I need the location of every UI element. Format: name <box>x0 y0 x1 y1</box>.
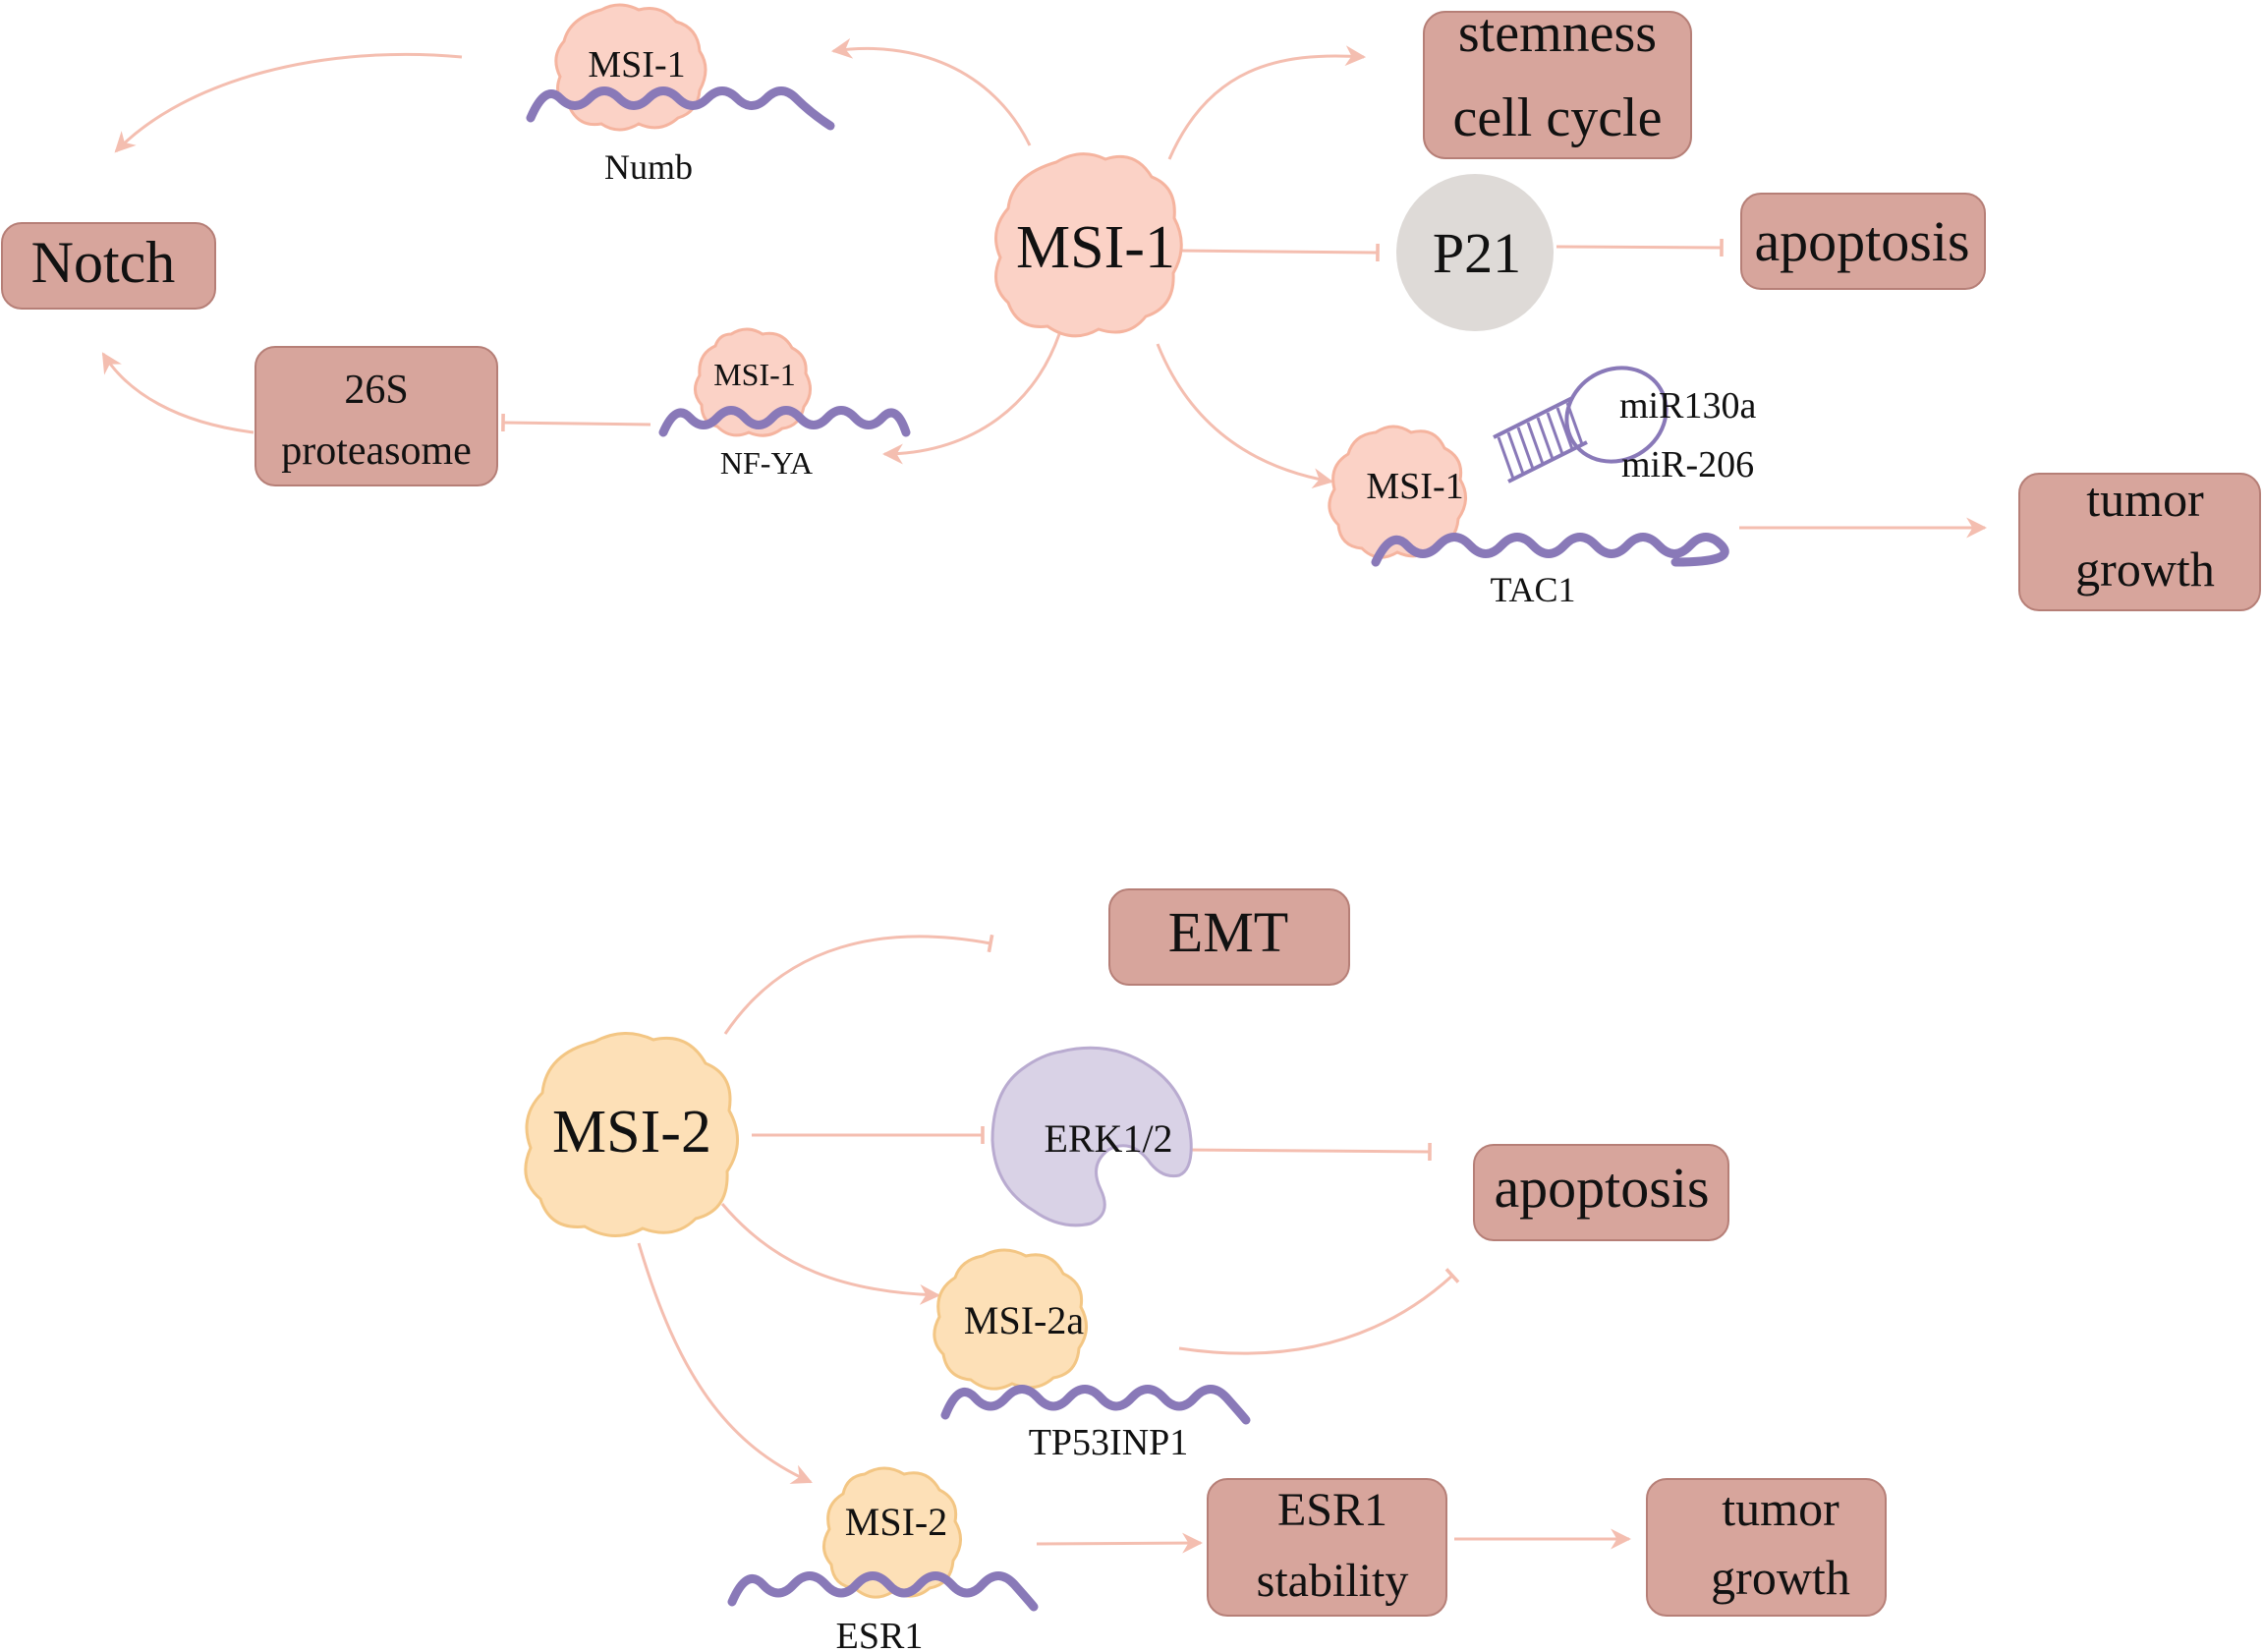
esr1-stability-label: stability <box>1257 1555 1409 1607</box>
arrow-esr1-complex-to-stability <box>1036 1532 1204 1554</box>
apoptosis-label-msi1: apoptosis <box>1754 209 1969 273</box>
esr1-rna-icon <box>727 1571 1039 1612</box>
numb-complex-protein-label: MSI-1 <box>588 44 685 85</box>
apoptosis-node-msi2: apoptosis <box>1473 1144 1729 1241</box>
msi2a-protein-icon <box>933 1248 1088 1391</box>
esr1-stability-node: ESR1 stability <box>1207 1478 1447 1617</box>
apoptosis-node-msi1: apoptosis <box>1740 193 1986 290</box>
msi2a-complex: MSI-2a TP53INP1 <box>933 1248 1251 1463</box>
tac1-complex-protein-label: MSI-1 <box>1366 466 1463 507</box>
arrow-msi2-to-esr1-complex <box>637 1242 813 1484</box>
notch-node: Notch <box>1 222 216 310</box>
tp53inp1-rna-icon <box>940 1385 1251 1425</box>
p21-node: P21 <box>1396 174 1554 331</box>
nfya-rna-icon <box>658 406 911 437</box>
mirna-206-label: miR-206 <box>1621 444 1754 485</box>
inhibit-msi1-to-p21 <box>1178 243 1380 262</box>
arrow-proteasome-to-notch <box>101 352 255 434</box>
esr1-rna-label: ESR1 <box>836 1616 924 1652</box>
proteasome-node: 26S proteasome <box>255 346 498 486</box>
arrow-msi1-to-numb-complex <box>830 37 1032 146</box>
inhibit-msi2-to-emt <box>723 934 994 1035</box>
tac1-complex: MSI-1 TAC1 miR130a miR-206 <box>1328 366 1756 609</box>
emt-node: EMT <box>1108 888 1350 986</box>
esr1-complex: MSI-2 ESR1 <box>727 1466 1039 1652</box>
nfya-complex-protein-label: MSI-1 <box>713 357 796 392</box>
arrow-numb-to-notch <box>114 52 463 153</box>
stemness-cellcycle-node: stemness cell cycle <box>1423 3 1692 159</box>
numb-complex: MSI-1 Numb <box>526 3 835 187</box>
msi2a-protein-label: MSI-2a <box>964 1298 1084 1342</box>
numb-rna-icon <box>526 86 835 131</box>
msi2-hub-icon <box>524 1031 739 1238</box>
tac1-rna-icon <box>1371 533 1729 567</box>
msi2-hub: MSI-2 <box>524 1031 739 1238</box>
proteasome-label: proteasome <box>281 428 472 474</box>
mirna-hairpin-icon <box>1493 366 1669 484</box>
notch-label: Notch <box>31 230 176 295</box>
inhibit-erk-to-apoptosis <box>1183 1142 1432 1162</box>
p21-icon <box>1396 174 1554 331</box>
erk-node: ERK1/2 <box>990 1046 1193 1227</box>
msi1-hub: MSI-1 <box>994 152 1183 338</box>
esr1-stability-esr1-label: ESR1 <box>1277 1484 1387 1536</box>
tumor-label-msi2: tumor <box>1722 1481 1839 1536</box>
arrow-msi1-to-tac1-complex <box>1156 343 1334 489</box>
arrow-msi1-to-nfya-complex <box>881 333 1061 465</box>
numb-rna-label: Numb <box>604 147 693 187</box>
apoptosis-label-msi2: apoptosis <box>1494 1156 1709 1220</box>
inhibit-msi2a-to-apoptosis <box>1178 1268 1460 1355</box>
arrow-msi2-to-msi2a-complex <box>720 1203 941 1305</box>
panel-msi1: Notch MSI-1 Numb MSI-1 stemness cell cyc… <box>1 3 2261 611</box>
erk-label: ERK1/2 <box>1044 1116 1172 1161</box>
stemness-label: stemness <box>1458 3 1657 64</box>
tp53inp1-rna-label: TP53INP1 <box>1029 1422 1189 1463</box>
inhibit-p21-to-apoptosis <box>1556 238 1724 257</box>
growth-label-msi2: growth <box>1711 1550 1850 1605</box>
esr1-complex-protein-label: MSI-2 <box>845 1500 947 1544</box>
tumor-growth-node-msi1: tumor growth <box>2018 472 2261 611</box>
cell-cycle-label: cell cycle <box>1453 87 1663 148</box>
inhibit-nfya-to-proteasome <box>501 413 651 432</box>
proteasome-26s-label: 26S <box>344 368 408 413</box>
p21-label: P21 <box>1433 221 1521 285</box>
nfya-rna-label: NF-YA <box>720 445 813 481</box>
msi1-hub-label: MSI-1 <box>1016 214 1175 281</box>
tumor-growth-node-msi2: tumor growth <box>1646 1478 1887 1617</box>
connectors <box>101 37 1988 1554</box>
erk-protein-icon <box>990 1046 1193 1227</box>
panel-msi2: EMT MSI-2 ERK1/2 apoptosis MSI-2a TP53IN… <box>524 888 1887 1652</box>
nfya-complex: MSI-1 NF-YA <box>658 327 911 481</box>
tumor-label-msi1: tumor <box>2086 472 2204 527</box>
emt-label: EMT <box>1168 900 1288 964</box>
msi2-protein-icon <box>822 1466 962 1599</box>
tac1-rna-label: TAC1 <box>1490 570 1575 609</box>
arrow-msi1-to-stemness <box>1167 45 1367 160</box>
msi1-hub-icon <box>994 152 1183 338</box>
mirna-130a-label: miR130a <box>1619 385 1756 427</box>
msi2-hub-label: MSI-2 <box>552 1099 711 1166</box>
growth-label-msi1: growth <box>2075 541 2215 597</box>
